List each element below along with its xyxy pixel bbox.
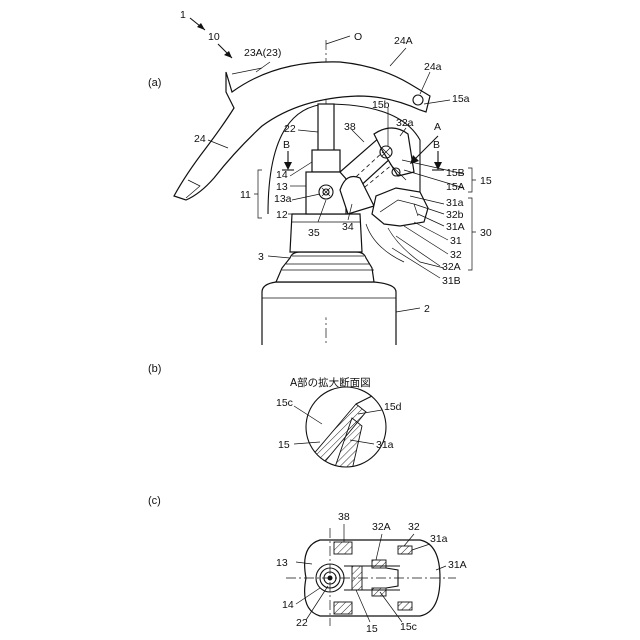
ref-12: 12 [276, 209, 288, 221]
ref-b-left: B [283, 139, 290, 151]
figure-a: (a) [148, 9, 492, 345]
ref-31a-lower: 31a [446, 197, 464, 209]
figure-b-title: A部の拡大断面図 [290, 376, 371, 389]
figure-b: (b) A部の拡大断面図 15c 15d 15 31a [148, 363, 402, 470]
ref-30: 30 [480, 227, 492, 239]
nozzle-31 [372, 188, 428, 226]
ref-11: 11 [240, 189, 251, 201]
ref-22: 22 [284, 123, 296, 135]
wall-32a-top [372, 560, 386, 568]
ref-31b: 31B [442, 275, 461, 287]
ref-o: O [354, 31, 362, 43]
ref-32: 32 [408, 521, 420, 533]
ref-38: 38 [338, 511, 350, 523]
ref-32a: 32a [396, 117, 414, 129]
joint-14 [312, 150, 340, 172]
ref-a-section: A [434, 121, 441, 133]
ref-14: 14 [276, 169, 288, 181]
ref-13: 13 [276, 181, 288, 193]
ref-32b: 32b [446, 209, 464, 221]
wall-38-bottom [334, 602, 352, 614]
ref-2: 2 [424, 303, 430, 315]
ref-31: 31 [450, 235, 462, 247]
ref-13a-lower: 13a [274, 193, 292, 205]
ref-15a-lower: 15a [452, 93, 470, 105]
leader-o [326, 36, 350, 44]
ref-15c: 15c [400, 621, 417, 633]
stem-22 [318, 104, 334, 152]
ref-23a: 23A(23) [244, 47, 281, 59]
ref-24: 24 [194, 133, 206, 145]
ref-32a: 32A [372, 521, 391, 533]
ref-15-group: 15 [480, 175, 492, 187]
cap [276, 252, 374, 282]
nozzle-32 [398, 546, 412, 554]
ref-14: 14 [282, 599, 294, 611]
figure-c: (c) 38 32A 32 31a 1 [148, 495, 467, 635]
ref-24a-lower: 24a [424, 61, 442, 73]
ref-15: 15 [278, 439, 290, 451]
brace-11 [254, 170, 262, 218]
ref-24a-upper: 24A [394, 35, 413, 47]
bottle-body [262, 282, 396, 345]
section-label-a: (a) [148, 77, 161, 89]
ref-15b-upper: 15B [446, 167, 465, 179]
ref-31a-lower: 31a [430, 533, 448, 545]
ref-15a-upper: 15A [446, 181, 465, 193]
ref-34: 34 [342, 221, 354, 233]
ref-15d: 15d [384, 401, 402, 413]
ref-32a-upper: 32A [442, 261, 461, 273]
ref-13: 13 [276, 557, 288, 569]
ref-15: 15 [366, 623, 378, 635]
ref-1: 1 [180, 9, 186, 21]
brace-30 [468, 198, 476, 270]
ref-15b-lower: 15b [372, 99, 390, 111]
ref-b-right: B [433, 139, 440, 151]
ref-31a: 31a [376, 439, 394, 451]
ref-38: 38 [344, 121, 356, 133]
ref-22: 22 [296, 617, 308, 629]
wall-32a-bottom [372, 588, 386, 596]
ref-32: 32 [450, 249, 462, 261]
section-label-b: (b) [148, 363, 161, 375]
joint-13 [306, 172, 346, 214]
lower-body-12 [290, 214, 362, 252]
ref-3: 3 [258, 251, 264, 263]
ref-31a-upper: 31A [446, 221, 465, 233]
ref-31a-upper: 31A [448, 559, 467, 571]
wall-38-top [334, 542, 352, 554]
section-label-c: (c) [148, 495, 161, 507]
ref-15c: 15c [276, 397, 293, 409]
brace-15 [468, 168, 476, 192]
ref-35: 35 [308, 227, 320, 239]
ref-10: 10 [208, 31, 220, 43]
